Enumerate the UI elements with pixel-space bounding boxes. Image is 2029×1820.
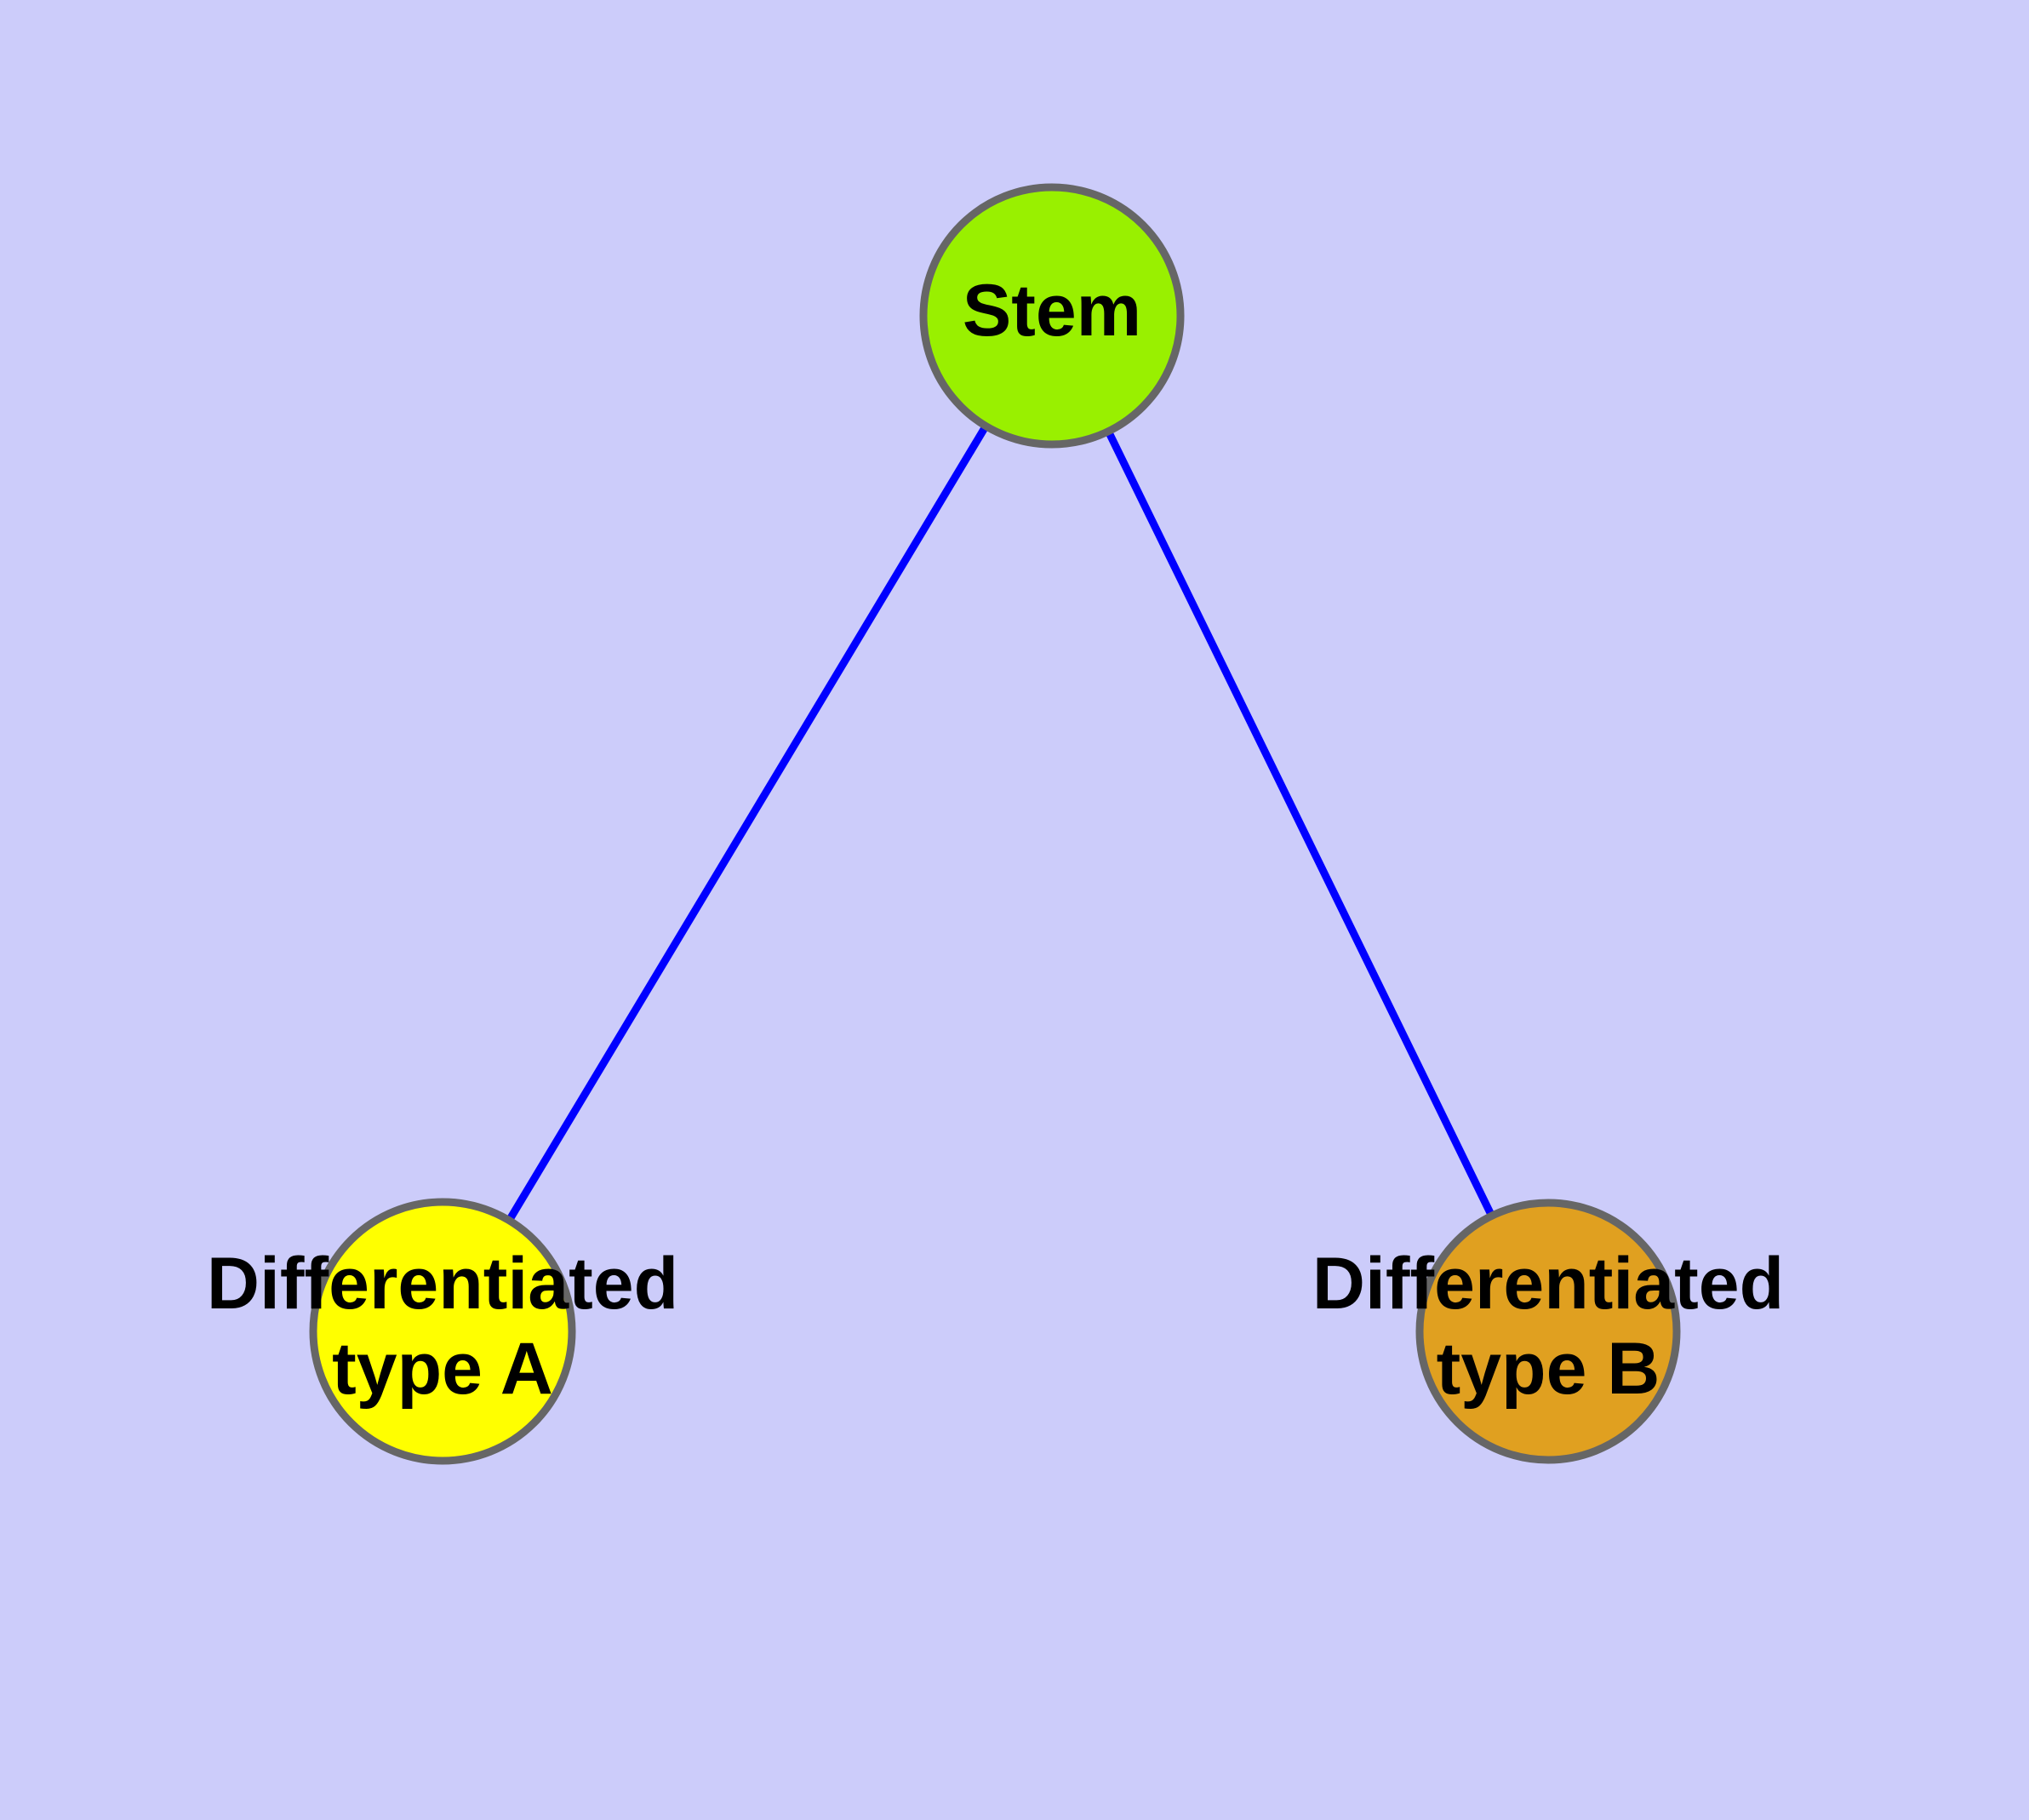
edge-stem-to-differentiated-type-a xyxy=(439,313,1055,1334)
node-label-line: type B xyxy=(1437,1328,1660,1410)
edges-group xyxy=(439,313,1552,1334)
node-label-line: Differentiated xyxy=(1312,1243,1784,1325)
node-differentiated-type-a[interactable] xyxy=(309,1198,576,1465)
node-differentiated-type-b[interactable] xyxy=(1415,1199,1681,1464)
node-label-line: type A xyxy=(332,1328,553,1410)
node-label-line: Stem xyxy=(963,270,1141,352)
nodes-group xyxy=(309,183,1681,1465)
node-label-line: Differentiated xyxy=(207,1243,678,1325)
node-label-stem: Stem xyxy=(963,270,1141,352)
edge-stem-to-differentiated-type-b xyxy=(1048,314,1552,1333)
node-stem[interactable] xyxy=(919,183,1185,449)
